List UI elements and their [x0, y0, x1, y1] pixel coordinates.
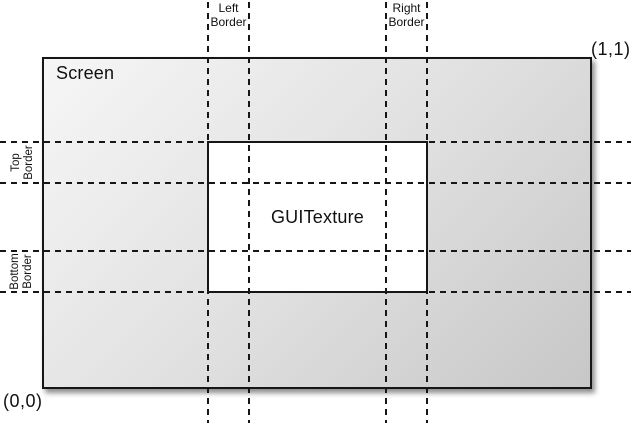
- left-border-label-line2: Border: [210, 15, 247, 29]
- screen-label: Screen: [56, 63, 115, 83]
- left-border-label-line1: Left: [218, 1, 239, 15]
- bottom-border-upper-guide-line: [0, 250, 631, 252]
- top-border-label: Top Border: [2, 141, 43, 184]
- bottom-border-label-line2: Border: [21, 254, 34, 289]
- left-border-label: Left Border: [207, 1, 250, 29]
- top-border-label-line2: Border: [22, 145, 35, 180]
- bottom-border-label: Bottom Border: [1, 250, 42, 293]
- origin-coordinate-label: (0,0): [3, 391, 43, 411]
- guitexture-rect: GUITexture: [207, 141, 428, 293]
- top-border-lower-guide-line: [0, 182, 631, 184]
- guitexture-label: GUITexture: [270, 206, 365, 227]
- left-border-right-guide-line: [248, 2, 250, 423]
- right-border-label: Right Border: [385, 1, 428, 29]
- top-right-coordinate-label: (1,1): [591, 39, 631, 59]
- right-border-right-guide-line: [426, 2, 428, 423]
- top-border-label-line1: Top: [9, 153, 22, 172]
- bottom-border-lower-guide-line: [0, 291, 631, 293]
- right-border-label-line2: Border: [388, 15, 425, 29]
- right-border-label-line1: Right: [392, 1, 421, 15]
- right-border-left-guide-line: [385, 2, 387, 423]
- left-border-left-guide-line: [207, 2, 209, 423]
- bottom-border-label-line1: Bottom: [8, 253, 21, 290]
- top-border-upper-guide-line: [0, 141, 631, 143]
